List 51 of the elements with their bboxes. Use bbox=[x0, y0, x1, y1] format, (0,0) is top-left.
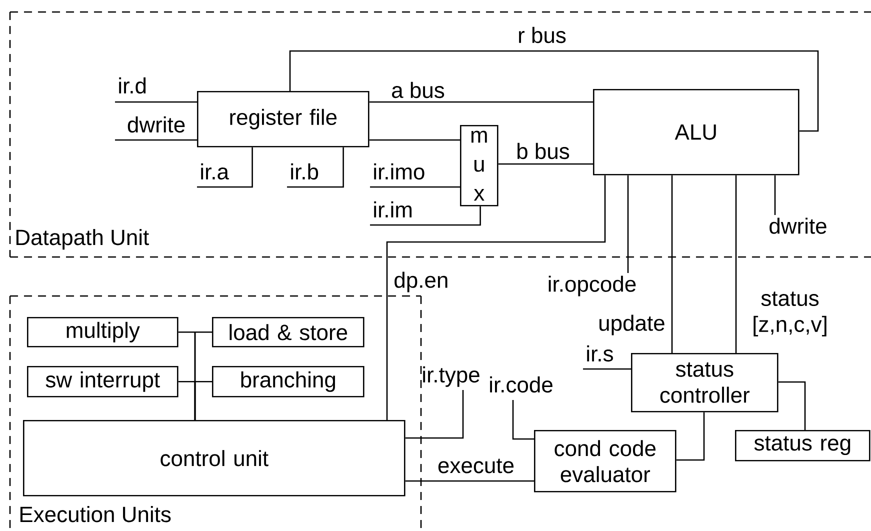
connector-line bbox=[115, 139, 198, 141]
signal-label: ir.type bbox=[423, 366, 480, 387]
edge-label: update bbox=[597, 314, 666, 336]
connector-line bbox=[774, 175, 776, 215]
connector-line bbox=[671, 175, 673, 353]
block-box: load & store bbox=[212, 317, 364, 348]
edge-label: a bus bbox=[390, 80, 446, 100]
signal-label: dwrite bbox=[128, 116, 185, 133]
connector-line bbox=[512, 400, 534, 440]
signal-label: ir.s bbox=[587, 345, 613, 362]
edge-label: dp.en bbox=[392, 270, 450, 294]
signal-label: ir.a bbox=[201, 163, 229, 180]
connector-line bbox=[197, 147, 253, 188]
connector-line bbox=[676, 412, 705, 461]
connector-line bbox=[194, 381, 212, 420]
edge-label: b bus bbox=[515, 142, 571, 160]
edge-label: status [z,n,c,v] bbox=[743, 290, 837, 338]
block-box: multiply bbox=[27, 317, 178, 348]
connector-line bbox=[627, 175, 629, 273]
block-box: branching bbox=[212, 366, 364, 398]
connector-line bbox=[498, 163, 593, 165]
block-box: cond code evaluator bbox=[534, 430, 676, 492]
connector-line bbox=[369, 101, 593, 103]
signal-label: dwrite bbox=[770, 218, 826, 234]
connector-line bbox=[370, 186, 461, 188]
block-box: status controller bbox=[631, 353, 778, 412]
connector-line bbox=[583, 368, 631, 370]
connector-line bbox=[370, 206, 481, 226]
edge-label: r bus bbox=[516, 26, 568, 44]
block-box: control unit bbox=[23, 420, 406, 496]
signal-label: ir.code bbox=[490, 376, 552, 393]
block-box: register file bbox=[197, 91, 370, 148]
block-box: sw interrupt bbox=[27, 366, 178, 398]
connector-line bbox=[405, 390, 464, 439]
signal-label: ir.b bbox=[291, 163, 318, 180]
connector-line bbox=[369, 139, 460, 141]
signal-label: ir.d bbox=[119, 77, 146, 94]
signal-label: ir.im bbox=[374, 201, 412, 218]
block-box: ALU bbox=[593, 89, 800, 176]
connector-line bbox=[287, 147, 344, 188]
signal-label: ir.imo bbox=[374, 163, 424, 180]
block-box: status reg bbox=[735, 430, 870, 462]
signal-label: ir.opcode bbox=[548, 276, 636, 296]
connector-line bbox=[386, 175, 606, 420]
mux-box: m u x bbox=[460, 125, 498, 206]
connector-line bbox=[778, 381, 806, 430]
connector-line bbox=[405, 480, 534, 482]
edge-label: execute bbox=[436, 458, 516, 474]
connector-line bbox=[289, 50, 819, 132]
connector-line bbox=[115, 101, 198, 103]
connector-line bbox=[735, 175, 737, 353]
